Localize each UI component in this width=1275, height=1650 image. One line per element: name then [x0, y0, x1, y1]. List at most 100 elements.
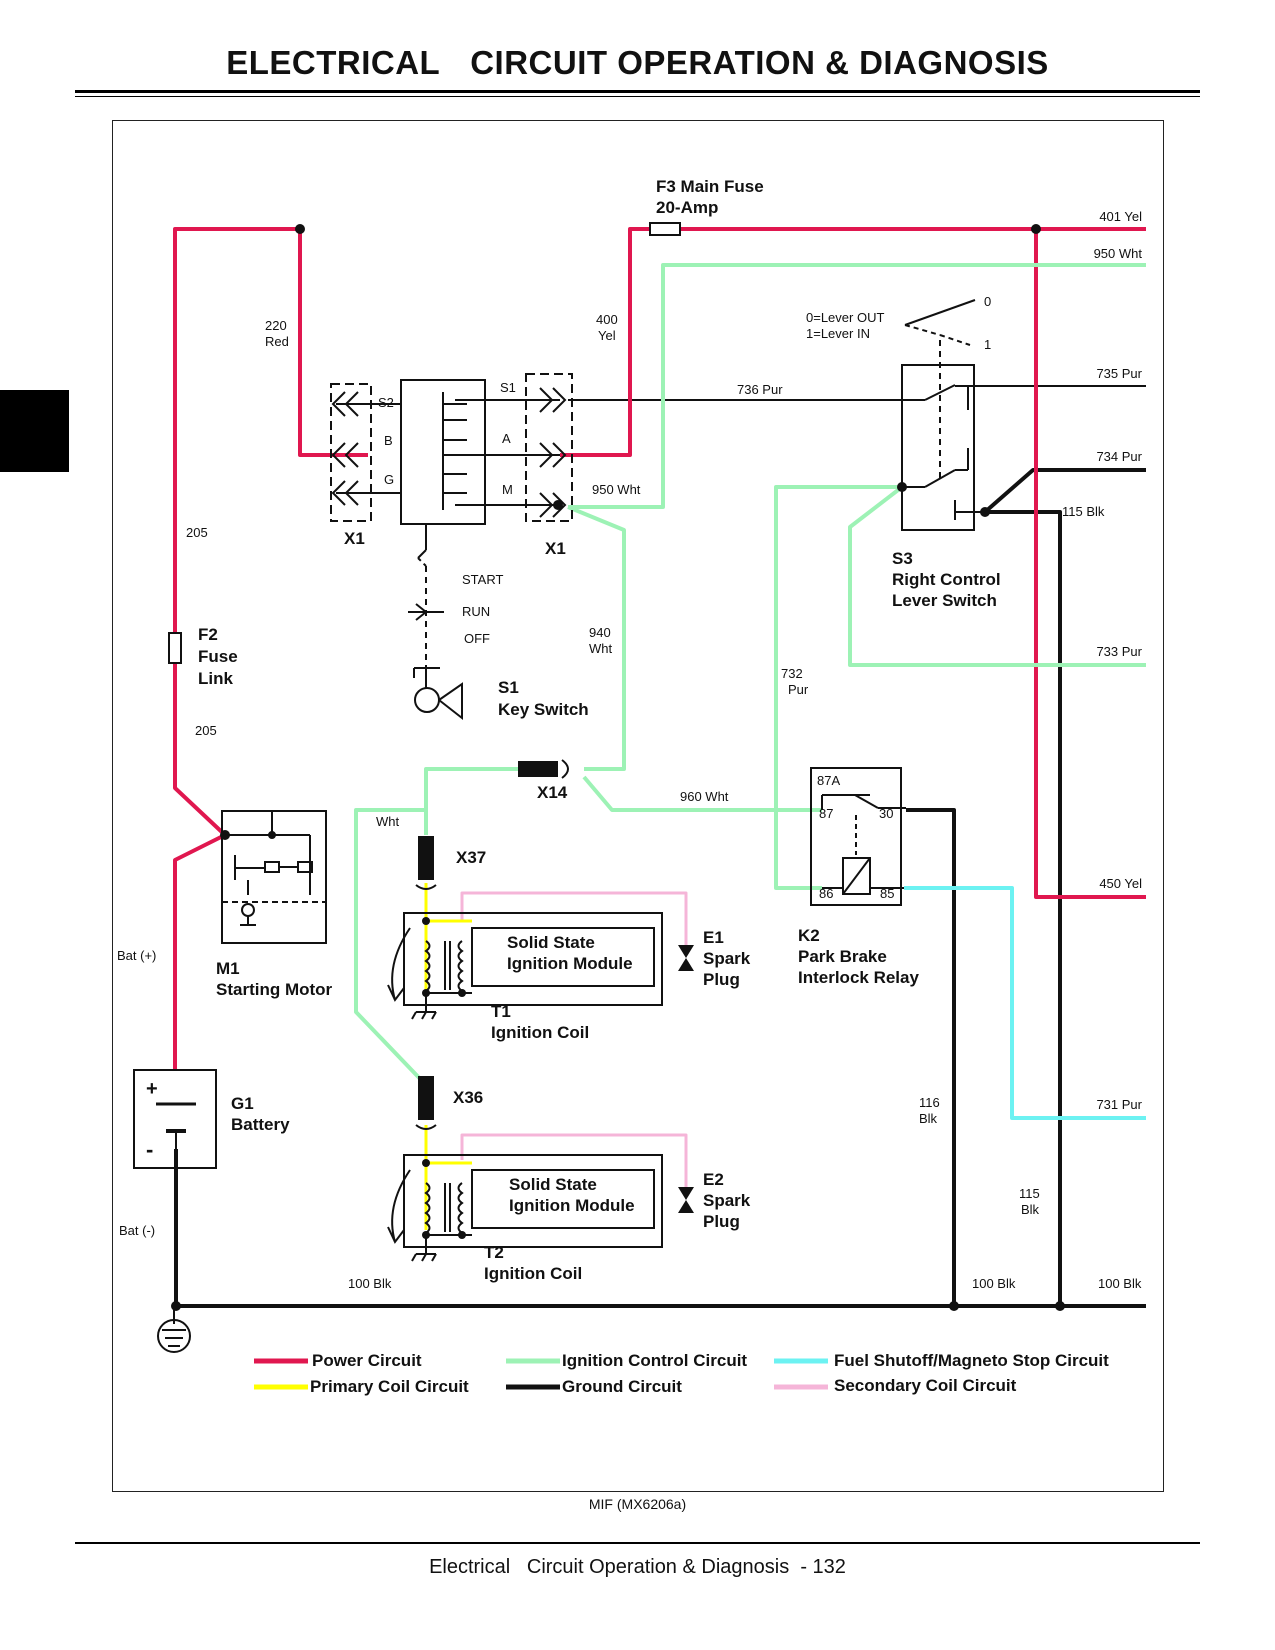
k2-label-2: Park Brake	[798, 947, 887, 966]
wire-733: 733 Pur	[1096, 644, 1142, 659]
legend-primary: Primary Coil Circuit	[310, 1377, 469, 1396]
battery-plus: +	[146, 1078, 158, 1100]
key-switch-s1	[400, 379, 486, 721]
figure-id: MIF (MX6206a)	[588, 1496, 687, 1512]
t2-label-2: Ignition Coil	[484, 1264, 582, 1283]
t1-label-1: T1	[491, 1002, 511, 1021]
legend-fuel: Fuel Shutoff/Magneto Stop Circuit	[834, 1351, 1109, 1370]
wire-100b: 100 Blk	[972, 1276, 1016, 1291]
lever-pos-0: 0	[984, 294, 991, 309]
f2-label-2: Fuse	[198, 647, 238, 666]
wire-950b: 950 Wht	[592, 482, 641, 497]
wire-115-num: 115	[1019, 1186, 1040, 1201]
module1-label-1: Solid State	[507, 933, 595, 952]
main-fuse-f3	[649, 222, 681, 236]
m1-label-1: M1	[216, 959, 240, 978]
wire-wht: Wht	[376, 814, 400, 829]
wire-100a: 100 Blk	[348, 1276, 392, 1291]
terminal-g: G	[384, 472, 394, 487]
wire-bat-plus: Bat (+)	[117, 948, 156, 963]
wire-115a: 115 Blk	[1062, 504, 1105, 519]
header-rule	[75, 90, 1200, 93]
e1-label-3: Plug	[703, 970, 740, 989]
footer-section: Electrical	[429, 1556, 511, 1578]
wire-734: 734 Pur	[1096, 449, 1142, 464]
power-circuit-wires	[173, 227, 1146, 1070]
x36-label: X36	[453, 1088, 483, 1107]
f2-label-1: F2	[198, 625, 218, 644]
wire-bat-minus: Bat (-)	[119, 1223, 155, 1238]
ground-circuit-wires	[174, 468, 1146, 1308]
relay-pin-30: 30	[879, 806, 893, 821]
x37-connector	[415, 836, 437, 890]
x1-right-connector	[455, 373, 573, 522]
wire-736: 736 Pur	[737, 382, 783, 397]
f3-label-1: F3 Main Fuse	[656, 177, 764, 196]
wire-205b: 205	[195, 723, 217, 738]
x37-label: X37	[456, 848, 486, 867]
terminal-b: B	[384, 433, 393, 448]
page-title-topic: CIRCUIT OPERATION & DIAGNOSIS	[470, 44, 1049, 81]
relay-pin-87: 87	[819, 806, 833, 821]
park-brake-relay-k2	[810, 767, 906, 906]
x14-label: X14	[537, 783, 568, 802]
t2-terminals	[422, 1159, 466, 1239]
starting-motor-m1	[221, 810, 327, 944]
wire-732-color: Pur	[788, 682, 809, 697]
wire-960: 960 Wht	[680, 789, 729, 804]
module1-label-2: Ignition Module	[507, 954, 633, 973]
module2-label-2: Ignition Module	[509, 1196, 635, 1215]
spark-plug-e1-icon	[678, 945, 694, 971]
wire-116-color: Blk	[919, 1111, 938, 1126]
key-pos-start: START	[462, 572, 503, 587]
t2-label-1: T2	[484, 1243, 504, 1262]
x1-left-connector	[330, 383, 400, 522]
g1-label-2: Battery	[231, 1115, 290, 1134]
fuel-shutoff-wire	[904, 886, 1146, 1120]
relay-pin-85: 85	[880, 886, 894, 901]
wire-115-color: Blk	[1021, 1202, 1040, 1217]
t1-terminals	[422, 917, 466, 997]
x1-left-label: X1	[344, 529, 365, 548]
s3-label-1: S3	[892, 549, 913, 568]
footer-page: - 132	[800, 1556, 846, 1578]
legend-swatches	[254, 1358, 828, 1390]
battery-g1	[133, 1069, 217, 1169]
module2-label-1: Solid State	[509, 1175, 597, 1194]
relay-pin-87a: 87A	[817, 773, 840, 788]
s3-label-3: Lever Switch	[892, 591, 997, 610]
wire-400-color: Yel	[598, 328, 616, 343]
e2-label-1: E2	[703, 1170, 724, 1189]
header-rule-thin	[75, 96, 1200, 97]
legend-ground: Ground Circuit	[562, 1377, 682, 1396]
fuse-link-f2	[168, 632, 182, 664]
wire-731: 731 Pur	[1096, 1097, 1142, 1112]
wire-220-color: Red	[265, 334, 289, 349]
secondary-coil-wires	[460, 891, 688, 1190]
legend-secondary: Secondary Coil Circuit	[834, 1376, 1017, 1395]
lever-in-label: 1=Lever IN	[806, 326, 870, 341]
s3-label-2: Right Control	[892, 570, 1001, 589]
wire-732-num: 732	[781, 666, 803, 681]
terminal-s2: S2	[378, 395, 394, 410]
x1-right-label: X1	[545, 539, 566, 558]
wire-400-num: 400	[596, 312, 618, 327]
footer-title: Circuit Operation & Diagnosis	[526, 1556, 790, 1578]
wire-220-num: 220	[265, 318, 287, 333]
ground-icon	[157, 1306, 191, 1353]
signal-wires	[568, 385, 1146, 401]
key-pos-run: RUN	[462, 604, 490, 619]
x14-connector	[518, 759, 569, 779]
g1-label-1: G1	[231, 1094, 254, 1113]
wire-401: 401 Yel	[1099, 209, 1142, 224]
s1-label-1: S1	[498, 678, 519, 697]
e1-label-2: Spark	[703, 949, 751, 968]
primary-coil-wires	[424, 883, 472, 1230]
page-footer: Electrical Circuit Operation & Diagnosis…	[0, 1556, 1275, 1579]
k2-label-3: Interlock Relay	[798, 968, 919, 987]
terminal-m: M	[502, 482, 513, 497]
wire-735: 735 Pur	[1096, 366, 1142, 381]
battery-minus: -	[146, 1137, 153, 1162]
